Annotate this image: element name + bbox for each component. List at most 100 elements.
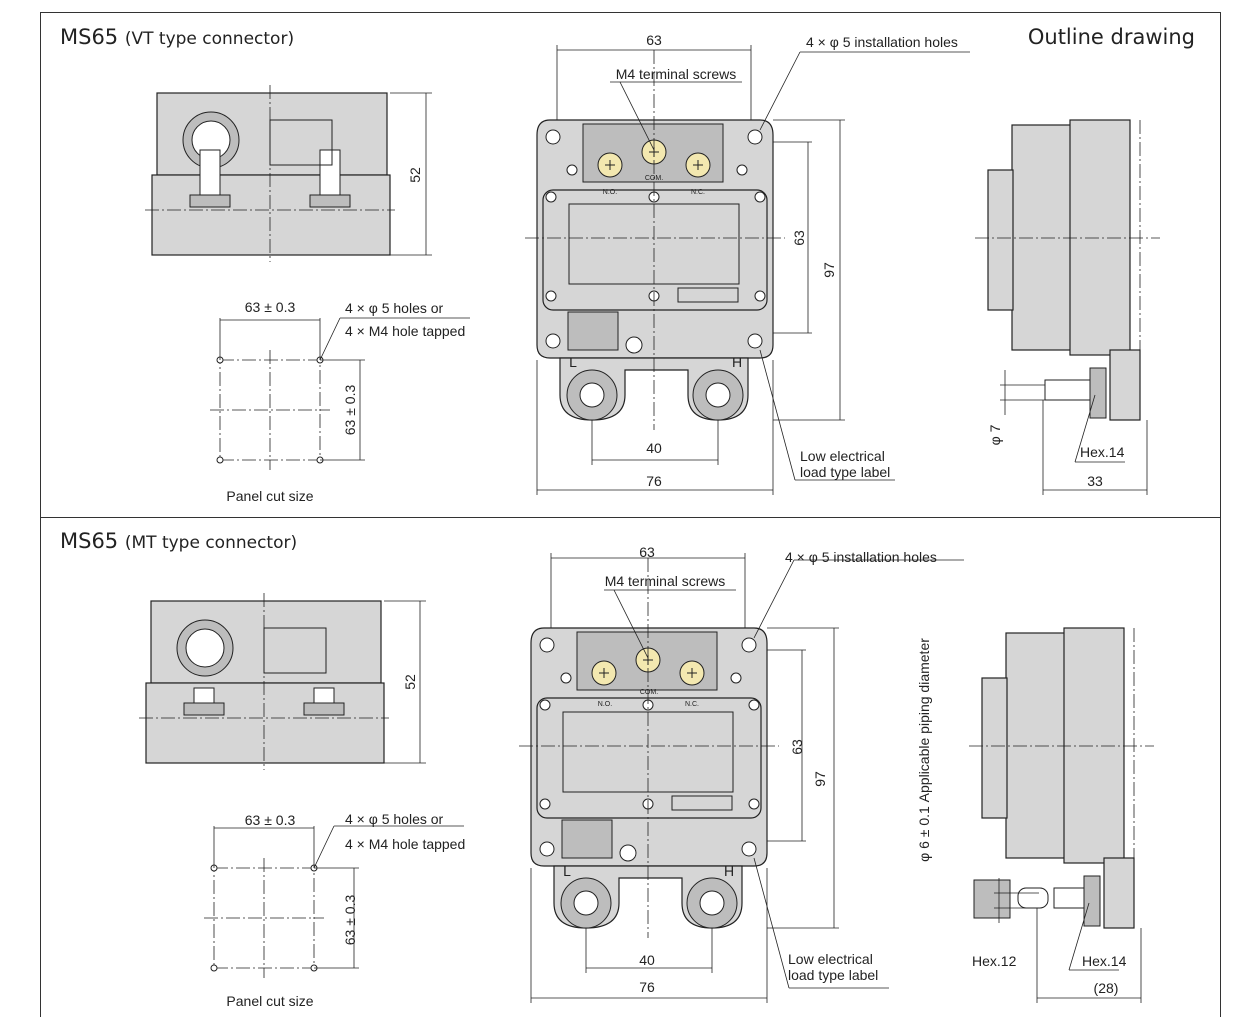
cover-screw [539, 699, 551, 711]
side-cover [1005, 632, 1067, 859]
total-height-dim: 97 [821, 262, 837, 278]
svg-text:MS65 (VT type connector): MS65 (VT type connector) [60, 25, 294, 49]
cover-screw [754, 290, 766, 302]
high-port-label: H [724, 863, 734, 879]
cover-screw [545, 191, 557, 203]
screw-slot-icon [599, 668, 609, 678]
ferrule [1017, 887, 1049, 909]
side-case [1069, 119, 1131, 356]
port-hole [185, 628, 225, 668]
top-width-dim: 63 [646, 32, 662, 48]
install-hole [741, 637, 757, 653]
mt-section: MS65 (MT type connector) 52 63 ± 0.3 4 ×… [60, 529, 1127, 1009]
install-hole [539, 637, 555, 653]
total-width-dim: 76 [646, 473, 662, 489]
leader [1074, 394, 1096, 463]
cover-screw [566, 164, 578, 176]
hole [216, 456, 224, 464]
front-view-base [145, 682, 385, 764]
install-hole [747, 333, 763, 349]
leader [759, 51, 801, 131]
total-width-dim: 76 [639, 979, 655, 995]
install-holes-note: 4 × φ 5 installation holes [806, 34, 958, 50]
panel-height-dim: 63 ± 0.3 [342, 385, 358, 436]
label-note-2: load type label [800, 464, 890, 480]
outline-drawing-label: Outline drawing [1028, 25, 1195, 49]
side-hex [1089, 367, 1107, 419]
leader [753, 857, 790, 989]
hex-nut [183, 702, 225, 716]
svg-text:MS65 (MT type connector): MS65 (MT type connector) [60, 529, 297, 553]
holes-note-2: 4 × M4 hole tapped [345, 323, 465, 339]
label-note-1: Low electrical [800, 448, 885, 464]
leader [319, 317, 341, 361]
terminal-nc-label: N.C. [691, 189, 705, 196]
mt-connector-shapes [139, 553, 1154, 1003]
depth-dim: (28) [1094, 980, 1119, 996]
screw-slot-icon [687, 668, 697, 678]
install-hole [747, 129, 763, 145]
section-subtitle: (MT type connector) [125, 533, 297, 553]
side-fitting [1044, 379, 1091, 401]
install-hole [539, 841, 555, 857]
inner-height-dim: 63 [791, 230, 807, 246]
install-hole [545, 129, 561, 145]
panel-cut-caption: Panel cut size [226, 488, 313, 504]
side-fitting [1053, 887, 1085, 909]
port-bore [699, 890, 725, 916]
port-bore [573, 890, 599, 916]
total-height-dim: 97 [812, 771, 828, 787]
hex-nut [309, 194, 351, 208]
label-note-1: Low electrical [788, 951, 873, 967]
install-hole [741, 841, 757, 857]
pipe-dim: φ 6 ± 0.1 Applicable piping diameter [916, 638, 932, 862]
port-bore [579, 382, 605, 408]
depth-dim: 33 [1087, 473, 1103, 489]
leader [753, 559, 795, 639]
cover-screw [748, 699, 760, 711]
hole [210, 964, 218, 972]
screw-slot-icon [605, 160, 615, 170]
inner-height-dim: 63 [789, 739, 805, 755]
terminal-no-label: N.O. [603, 189, 617, 196]
cover-screw [754, 191, 766, 203]
cover-screw [539, 798, 551, 810]
low-port-label: L [569, 354, 577, 370]
adjust-knob [567, 311, 619, 351]
cover-screw [545, 290, 557, 302]
port-bore [705, 382, 731, 408]
terminal-no-label: N.O. [598, 701, 612, 708]
pipe-dim: φ 7 [987, 424, 1003, 445]
hex-note: Hex.14 [1080, 444, 1125, 460]
zero-screw [619, 844, 637, 862]
top-width-dim: 63 [639, 544, 655, 560]
section-subtitle: (VT type connector) [125, 29, 294, 49]
side-hex [1083, 875, 1101, 927]
cover-screw [748, 798, 760, 810]
load-label [671, 795, 733, 811]
terminal-com-label: COM. [640, 689, 658, 696]
hex-nut [303, 702, 345, 716]
panel-width-dim: 63 ± 0.3 [245, 299, 296, 315]
terminal-nc-label: N.C. [685, 701, 699, 708]
side-cover [1011, 124, 1073, 351]
vt-section: MS65 (VT type connector) 52 63 ± 0.3 4 ×… [60, 25, 1125, 504]
install-holes-note: 4 × φ 5 installation holes [785, 549, 937, 565]
height-dim: 52 [402, 674, 418, 690]
hex-nut [189, 194, 231, 208]
hex-note: Hex.14 [1082, 953, 1127, 969]
terminal-com-label: COM. [645, 175, 663, 182]
side-case [1063, 627, 1125, 864]
install-hole [545, 333, 561, 349]
label-note-2: load type label [788, 967, 878, 983]
panel-cut-caption: Panel cut size [226, 993, 313, 1009]
terminal-screws-note: M4 terminal screws [616, 66, 737, 82]
holes-note-1: 4 × φ 5 holes or [345, 300, 444, 316]
holes-note-1: 4 × φ 5 holes or [345, 811, 444, 827]
hex-nut-12 [973, 879, 1011, 919]
vt-connector-shapes [145, 45, 1160, 495]
side-front [981, 677, 1008, 819]
leader [759, 349, 796, 481]
leader [613, 589, 649, 659]
